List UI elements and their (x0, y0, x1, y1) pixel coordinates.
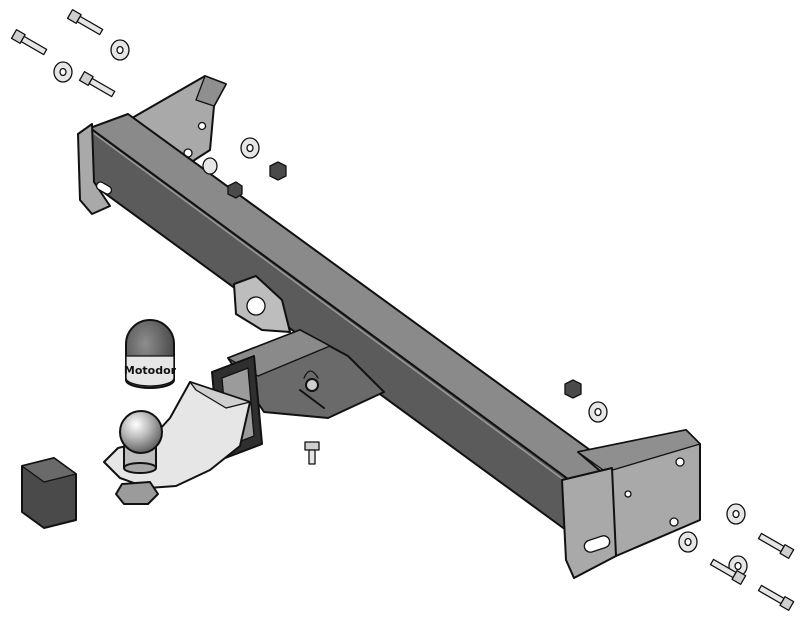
bolt-top-left-1 (66, 9, 104, 36)
washer-left-bracket-2 (202, 157, 218, 175)
lock-pin-ring (305, 378, 319, 392)
bolt-right-1 (757, 532, 795, 559)
main-cross-beam (83, 113, 613, 531)
washer-left-bracket (240, 137, 260, 159)
cap-brand-label: Motodor (124, 364, 177, 377)
bolt-top-left-2 (10, 29, 48, 56)
washer-top-left-1 (110, 39, 130, 61)
bolt-right-3 (757, 584, 795, 611)
tow-ball (119, 410, 163, 474)
washer-top-left-2 (53, 61, 73, 83)
right-end-plate (561, 467, 617, 579)
washer-right-3 (678, 531, 698, 553)
socket-cover (21, 457, 77, 529)
washer-right-1 (588, 401, 608, 423)
washer-right-2 (726, 503, 746, 525)
left-end-plate (77, 123, 113, 215)
ball-cover-cap: Motodor (124, 319, 177, 389)
bolt-right-2 (709, 558, 747, 585)
nut-right (564, 379, 582, 399)
nut-left-bracket (269, 161, 287, 181)
nut-left-bracket-2 (227, 181, 243, 199)
bolt-receiver (304, 441, 320, 465)
bolt-top-left-3 (78, 71, 116, 98)
